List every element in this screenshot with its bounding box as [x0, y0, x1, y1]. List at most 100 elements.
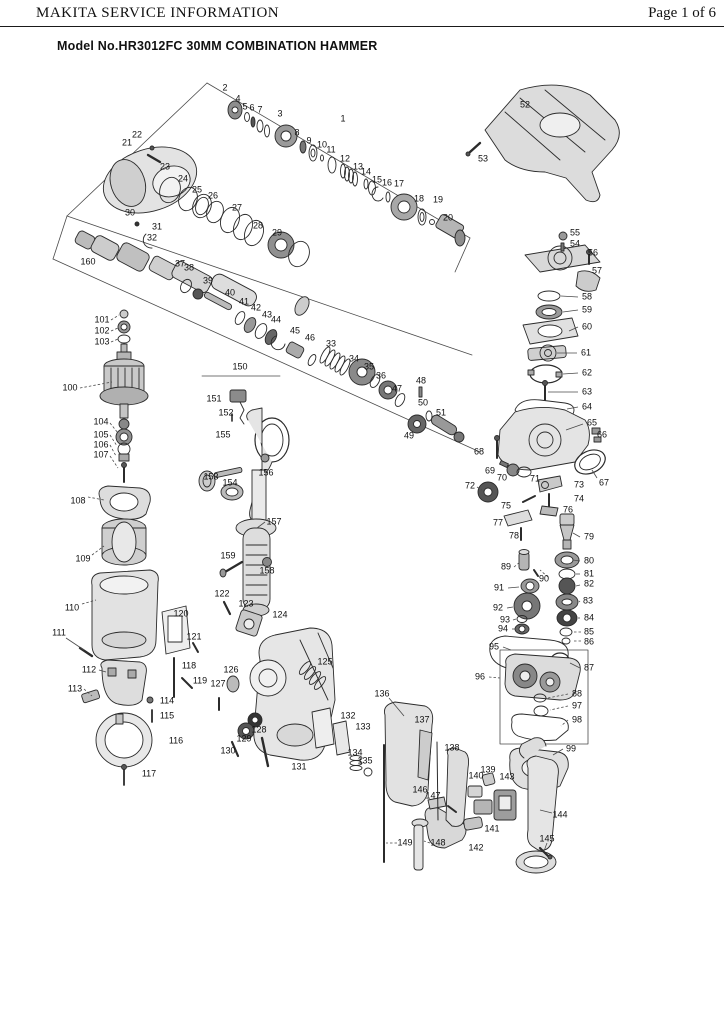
leader-line: [565, 423, 584, 431]
part-label-2: 2: [222, 82, 228, 93]
part-label-106: 106: [93, 439, 109, 450]
part-label-127: 127: [210, 678, 226, 689]
part-label-150: 150: [232, 361, 248, 372]
part-label-23: 23: [159, 161, 171, 172]
part-label-139: 139: [480, 764, 496, 775]
part-label-73: 73: [573, 479, 585, 490]
part-label-145: 145: [539, 833, 555, 844]
part-label-67: 67: [598, 477, 610, 488]
part-label-140: 140: [468, 770, 484, 781]
part-label-41: 41: [238, 296, 250, 307]
leader-line: [98, 669, 107, 673]
leader-line: [110, 314, 120, 321]
part-label-24: 24: [177, 173, 189, 184]
crank-housing-cluster-drawing: [218, 600, 373, 777]
part-label-34: 34: [348, 353, 360, 364]
part-label-93: 93: [499, 614, 511, 625]
part-label-112: 112: [81, 664, 97, 675]
part-label-10: 10: [316, 139, 328, 150]
part-label-136: 136: [374, 688, 390, 699]
leader-line: [109, 422, 119, 434]
leader-line: [91, 545, 105, 556]
part-label-49: 49: [403, 430, 415, 441]
part-label-122: 122: [214, 588, 230, 599]
part-label-43: 43: [261, 309, 273, 320]
part-label-87: 87: [583, 662, 595, 673]
part-label-36: 36: [375, 370, 387, 381]
leader-line: [578, 600, 581, 603]
part-label-22: 22: [131, 129, 143, 140]
part-label-153: 153: [203, 471, 219, 482]
part-label-97: 97: [571, 700, 583, 711]
part-label-29: 29: [271, 227, 283, 238]
part-label-104: 104: [93, 416, 109, 427]
leader-line: [562, 372, 579, 375]
leader-line: [488, 676, 501, 679]
part-label-115: 115: [159, 710, 175, 721]
part-label-14: 14: [360, 166, 372, 177]
part-label-133: 133: [355, 721, 371, 732]
switch-handle-assembly-drawing: [198, 389, 290, 617]
part-label-70: 70: [496, 472, 508, 483]
part-label-27: 27: [231, 202, 243, 213]
part-label-44: 44: [270, 314, 282, 325]
armature-column-drawing: [98, 309, 151, 520]
part-label-21: 21: [121, 137, 133, 148]
part-label-61: 61: [580, 347, 592, 358]
part-label-7: 7: [257, 104, 263, 115]
part-label-38: 38: [183, 262, 195, 273]
leader-line: [256, 521, 266, 529]
part-label-90: 90: [538, 573, 550, 584]
part-label-132: 132: [340, 710, 356, 721]
part-label-111: 111: [52, 627, 66, 638]
part-label-88: 88: [571, 688, 583, 699]
leader-line: [87, 496, 105, 501]
part-label-51: 51: [435, 407, 447, 418]
part-label-68: 68: [473, 446, 485, 457]
part-label-94: 94: [497, 623, 509, 634]
leader-line: [552, 748, 564, 756]
part-label-50: 50: [417, 397, 429, 408]
part-label-54: 54: [569, 238, 581, 249]
part-label-58: 58: [581, 291, 593, 302]
part-label-75: 75: [500, 500, 512, 511]
leader-line: [423, 840, 431, 844]
part-label-66: 66: [596, 429, 608, 440]
leader-line: [81, 599, 97, 605]
leader-line: [543, 842, 548, 852]
part-label-52: 52: [519, 99, 531, 110]
part-label-62: 62: [581, 367, 593, 378]
part-label-5: 5: [242, 101, 248, 112]
leader-line: [591, 469, 598, 479]
part-label-9: 9: [306, 135, 312, 146]
part-label-42: 42: [250, 302, 262, 313]
leader-line: [575, 584, 581, 587]
tool-holder-chain-drawing: [227, 100, 466, 247]
part-label-118: 118: [181, 660, 197, 671]
page-number: Page 1 of 6: [648, 5, 716, 21]
part-label-110: 110: [64, 602, 80, 613]
part-label-135: 135: [357, 755, 373, 766]
cylinder-chain-drawing: [74, 221, 465, 443]
leader-line: [513, 561, 521, 568]
header-divider: [0, 26, 724, 27]
part-label-121: 121: [186, 631, 202, 642]
part-label-48: 48: [415, 375, 427, 386]
part-label-55: 55: [569, 227, 581, 238]
part-label-99: 99: [565, 743, 577, 754]
part-label-65: 65: [586, 417, 598, 428]
leader-line: [560, 295, 579, 298]
part-label-156: 156: [258, 467, 274, 478]
leader-line: [109, 455, 119, 469]
part-label-102: 102: [94, 325, 110, 336]
document-header-title: MAKITA SERVICE INFORMATION: [36, 5, 280, 21]
leader-line: [109, 434, 118, 447]
leader-line: [83, 688, 93, 697]
part-label-158: 158: [259, 565, 275, 576]
part-label-17: 17: [393, 178, 405, 189]
part-label-123: 123: [238, 598, 254, 609]
part-label-155: 155: [215, 429, 231, 440]
